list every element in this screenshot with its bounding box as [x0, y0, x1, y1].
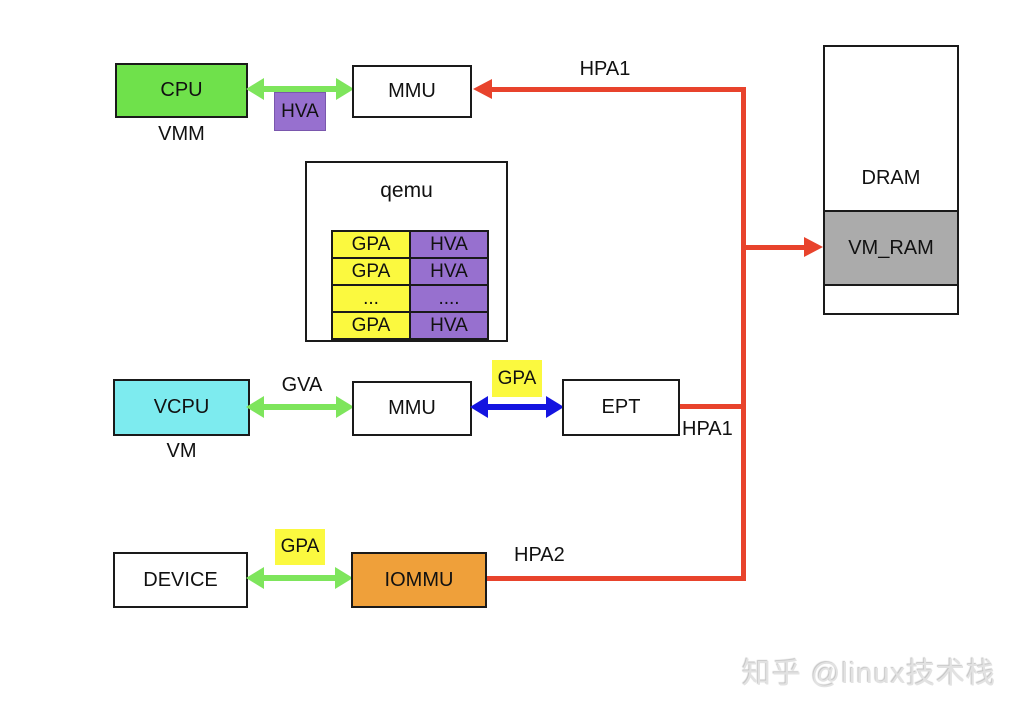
device-iommu-arrow [246, 567, 353, 589]
mmu-top-label: MMU [388, 80, 436, 102]
gpa-hva-mapping-table: GPA HVA GPA HVA ... .... GPA HVA [331, 230, 489, 340]
gpa-cell: ... [331, 284, 411, 313]
iommu-label: IOMMU [384, 568, 454, 591]
cpu-mmu-arrow [246, 78, 354, 100]
qemu-title: qemu [380, 179, 433, 202]
gpa-cell: GPA [331, 257, 411, 286]
arrow-shaft [483, 404, 551, 410]
red-arrowhead-to-vmram [804, 237, 823, 257]
hva-tag: HVA [274, 92, 326, 131]
table-row: GPA HVA [331, 230, 489, 259]
mmu-ept-arrow [470, 396, 564, 418]
red-arrowhead-to-mmu [473, 79, 492, 99]
arrow-head-left [470, 396, 488, 418]
gpa-tag-bottom-label: GPA [280, 536, 320, 557]
qemu-node: qemu GPA HVA GPA HVA ... .... GPA HVA [305, 161, 508, 342]
mmu-top-node: MMU [352, 65, 472, 118]
vm-ram-section: VM_RAM [823, 210, 959, 286]
vmm-label: VMM [158, 123, 205, 145]
ept-node: EPT [562, 379, 680, 436]
red-vertical-line [741, 87, 746, 581]
gpa-tag-bottom: GPA [275, 529, 325, 565]
device-label: DEVICE [143, 568, 218, 591]
arrow-head-left [246, 567, 264, 589]
arrow-head-right [335, 567, 353, 589]
mmu-mid-label: MMU [388, 397, 436, 419]
dram-label: DRAM [861, 167, 921, 189]
iommu-node: IOMMU [351, 552, 487, 608]
vm-ram-label: VM_RAM [848, 236, 934, 259]
gpa-tag-mid: GPA [492, 360, 542, 397]
gpa-cell: GPA [331, 230, 411, 259]
arrow-shaft [259, 404, 341, 410]
cpu-node: CPU [115, 63, 248, 118]
gpa-cell: GPA [331, 311, 411, 340]
arrow-head-left [246, 396, 264, 418]
red-iommu-branch-line [487, 576, 746, 581]
hva-cell: HVA [409, 311, 489, 340]
hpa2-label: HPA2 [514, 544, 565, 566]
watermark: 知乎 @linux技术栈 [742, 658, 997, 690]
table-row: GPA HVA [331, 257, 489, 286]
red-ept-branch-line [680, 404, 746, 409]
arrow-head-right [336, 78, 354, 100]
hpa1-top-label: HPA1 [579, 58, 631, 80]
mmu-mid-node: MMU [352, 381, 472, 436]
arrow-shaft [259, 575, 340, 581]
device-node: DEVICE [113, 552, 248, 608]
vcpu-node: VCPU [113, 379, 250, 436]
ept-label: EPT [601, 396, 641, 418]
cpu-label: CPU [160, 79, 203, 101]
vcpu-mmu-arrow [246, 396, 354, 418]
arrow-shaft [259, 86, 341, 92]
dram-node: DRAM VM_RAM [823, 45, 959, 315]
vm-label: VM [166, 440, 197, 462]
hva-cell: .... [409, 284, 489, 313]
arrow-head-left [246, 78, 264, 100]
table-row: GPA HVA [331, 311, 489, 340]
hva-tag-label: HVA [281, 100, 319, 122]
red-hpa1-top-line [490, 87, 746, 92]
hva-cell: HVA [409, 257, 489, 286]
arrow-head-right [336, 396, 354, 418]
table-row: ... .... [331, 284, 489, 313]
gva-label: GVA [281, 374, 323, 396]
hpa1-mid-label: HPA1 [682, 418, 733, 440]
hva-cell: HVA [409, 230, 489, 259]
arrow-head-right [546, 396, 564, 418]
vcpu-label: VCPU [153, 396, 210, 418]
gpa-tag-mid-label: GPA [497, 367, 537, 389]
red-vmram-branch-line [741, 245, 805, 250]
